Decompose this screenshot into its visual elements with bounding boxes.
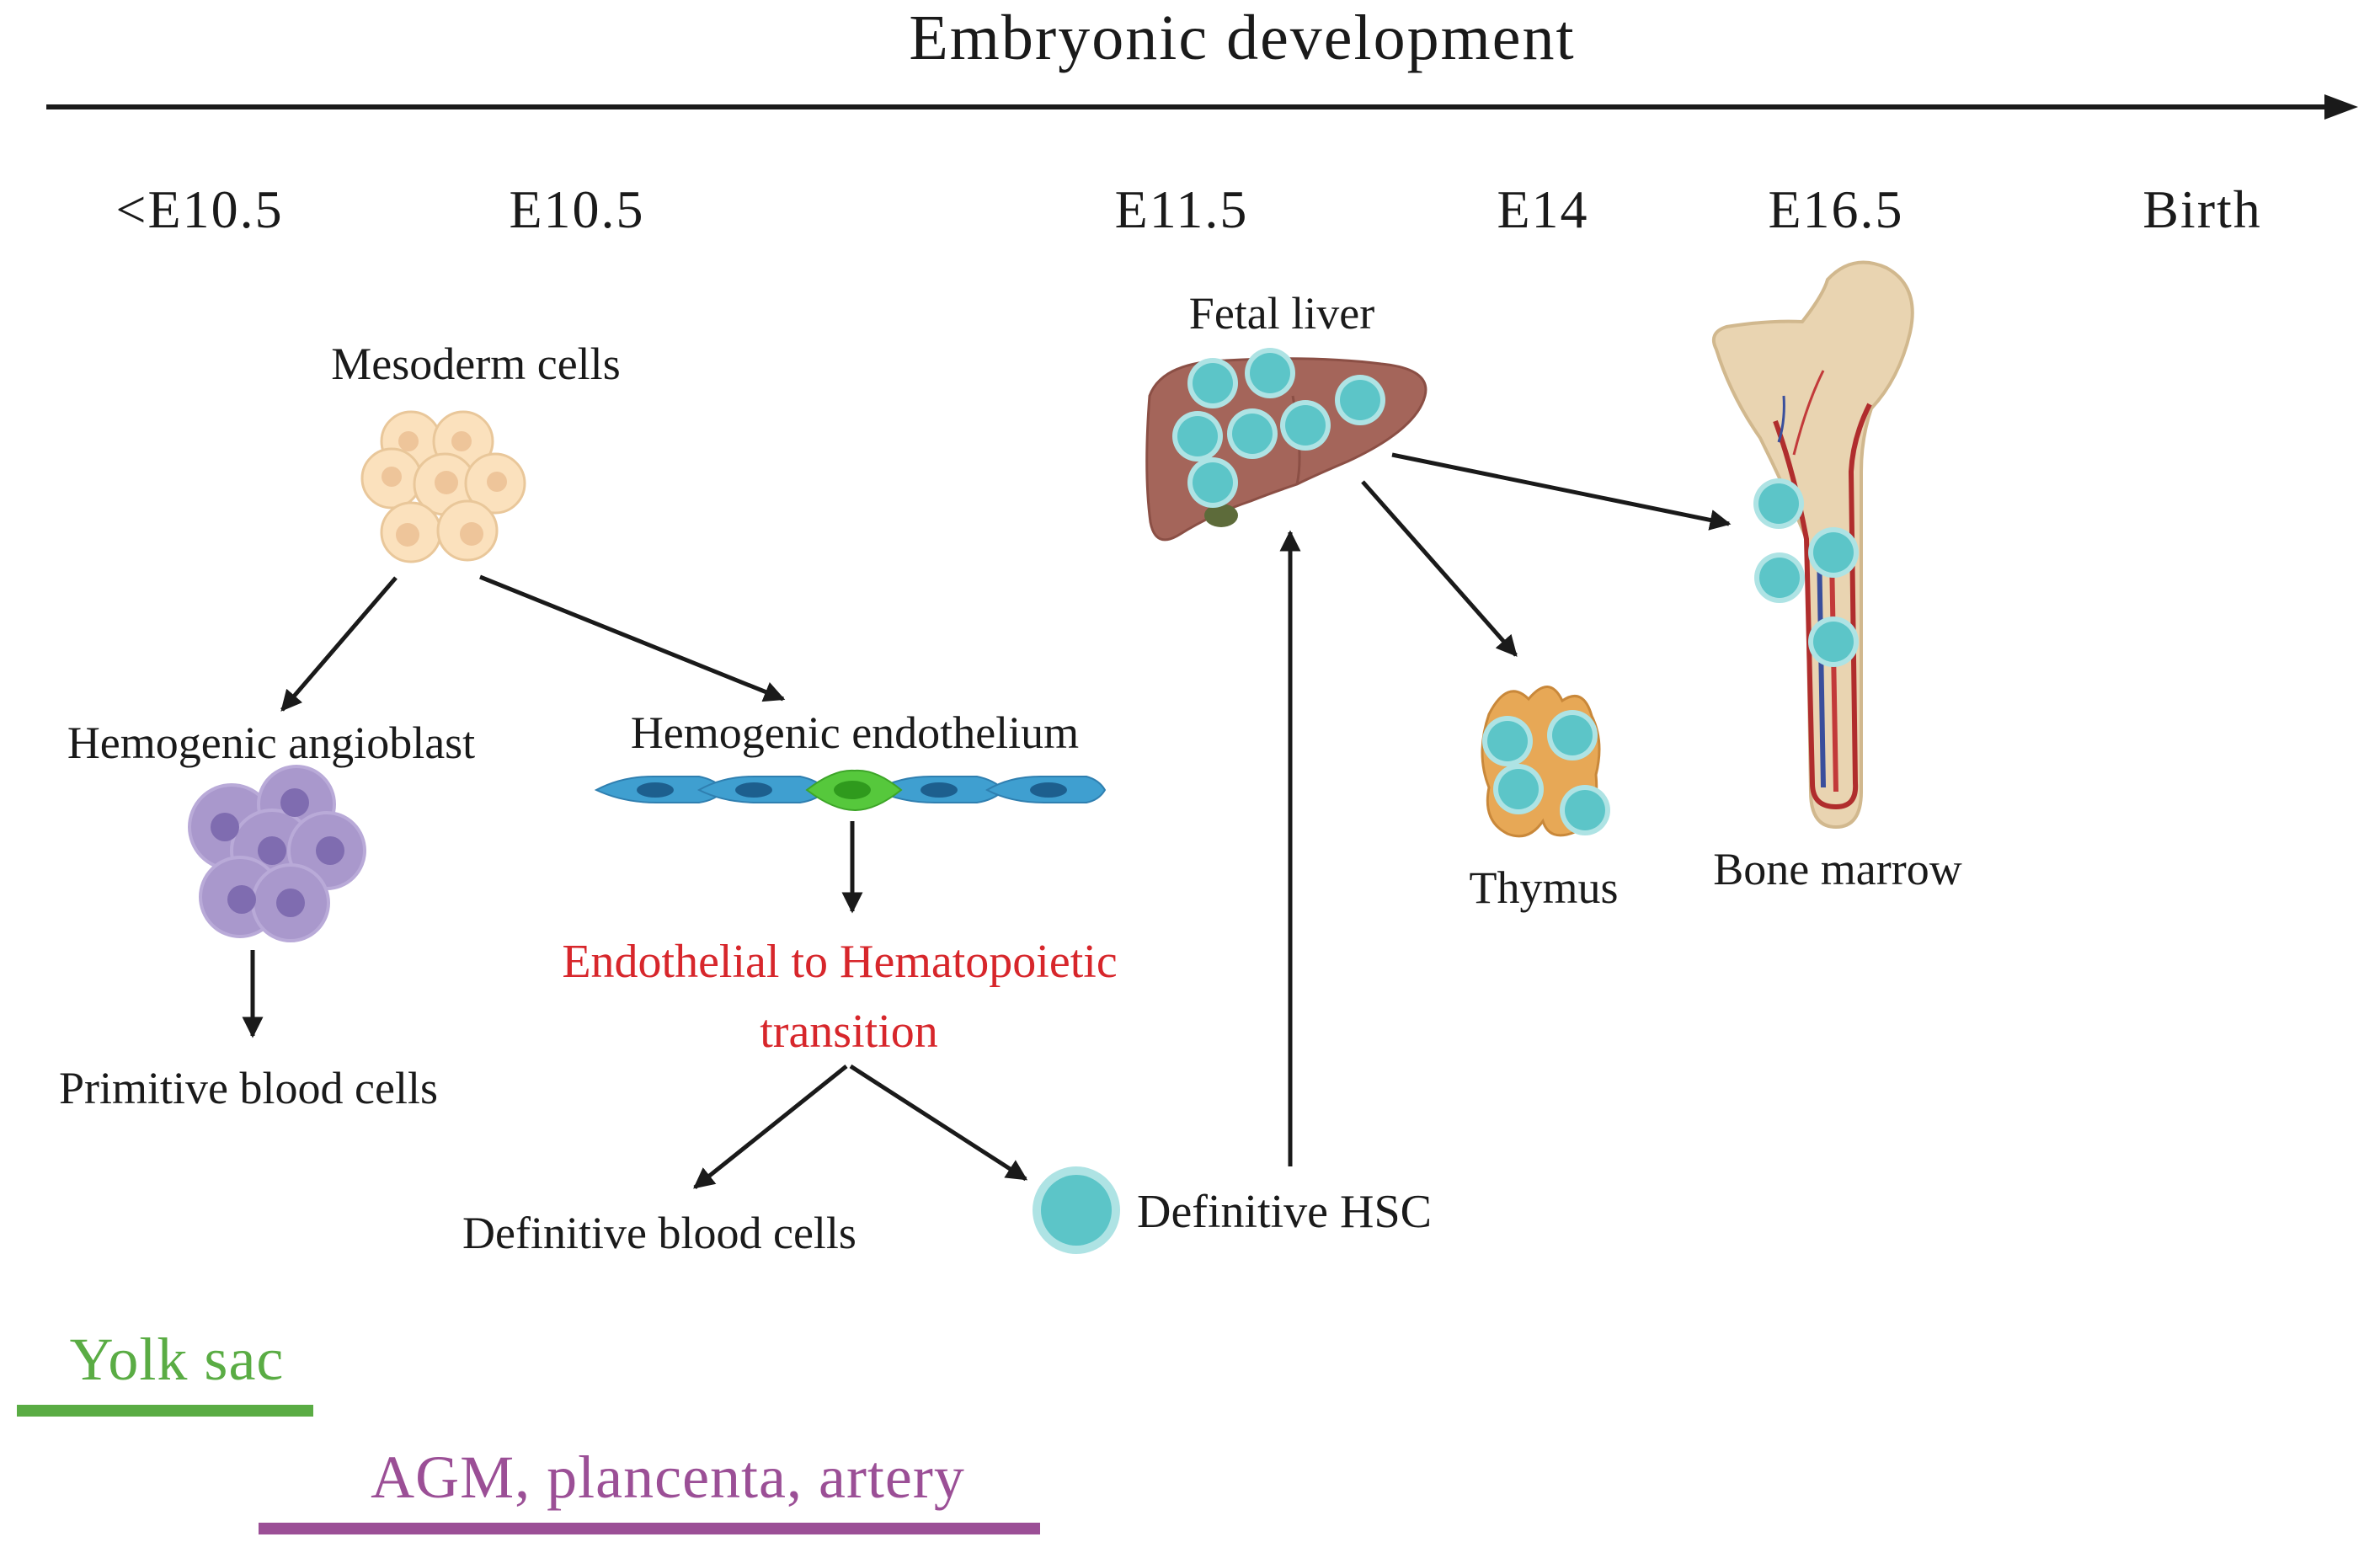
primitive-blood-label: Primitive blood cells [59,1063,438,1113]
thymus-label: Thymus [1469,862,1618,913]
yolk-sac-label: Yolk sac [70,1326,285,1393]
endothelium-icon [594,769,1107,812]
agm-label: AGM, plancenta, artery [371,1444,965,1511]
stage-label: E14 [1497,179,1588,239]
endothelium-label: Hemogenic endothelium [631,707,1079,758]
timeline-stages: <E10.5 E10.5 E11.5 E14 E16.5 Birth [115,179,2262,239]
arrow-liver-thymus [1361,480,1518,657]
definitive-blood-label: Definitive blood cells [462,1208,856,1258]
arrow-mesoderm-angioblast [280,576,398,712]
bone-marrow-label: Bone marrow [1713,844,1961,894]
mesoderm-cells-icon [360,410,526,563]
eht-label-line2: transition [760,1006,938,1058]
arrow-eht-hsc [849,1064,1028,1182]
agm-bar [259,1523,1040,1534]
angioblast-cells-icon [188,765,366,942]
timeline-title: Embryonic development [909,3,1575,73]
femur-icon [1712,260,1914,830]
stage-label: E10.5 [509,179,644,239]
timeline-arrow [46,94,2358,120]
arrow-mesoderm-endothelium [479,574,786,702]
hsc-cell-icon [1033,1166,1120,1254]
definitive-hsc-label: Definitive HSC [1137,1186,1432,1238]
angioblast-label: Hemogenic angioblast [67,718,475,768]
yolk-sac-bar [17,1405,313,1417]
thymus-icon [1481,686,1610,838]
arrow-right-icon [2324,94,2358,120]
stage-label: Birth [2143,179,2262,239]
arrow-liver-bone-marrow [1391,452,1732,531]
arrow-eht-definitive-blood [693,1065,848,1189]
mesoderm-label: Mesoderm cells [331,339,620,389]
stage-label: E16.5 [1768,179,1903,239]
stage-label: <E10.5 [115,179,283,239]
liver-hsc-cells [1172,348,1385,508]
liver-icon [1145,348,1427,542]
fetal-liver-label: Fetal liver [1189,288,1374,339]
eht-label-line1: Endothelial to Hematopoietic [562,936,1117,988]
stage-label: E11.5 [1115,179,1249,239]
